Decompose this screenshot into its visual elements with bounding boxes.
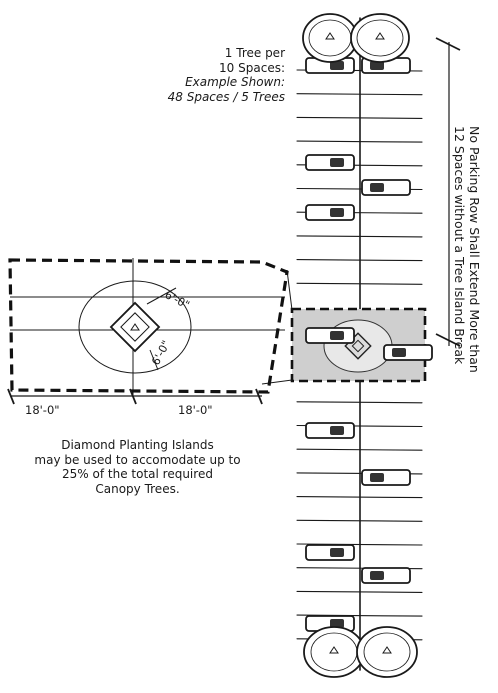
stall-line (296, 448, 423, 451)
parked-car (361, 567, 411, 584)
tree-ratio-note: 1 Tree per 10 Spaces: Example Shown: 48 … (148, 46, 285, 104)
parked-cars (305, 57, 433, 632)
row-length-note: No Parking Row Shall Extend More than 12… (452, 126, 482, 373)
row-length-dimension (435, 37, 461, 347)
width-dimension-left: 18'-0" (25, 403, 60, 417)
detail-leader-lines (261, 269, 293, 385)
tree-ratio-line-3: Example Shown: (185, 75, 285, 89)
stall-line (296, 235, 423, 238)
stall-line (296, 93, 423, 96)
width-dimension-right: 18'-0" (178, 403, 213, 417)
parked-car (305, 422, 355, 439)
island-detail-enlarged (7, 258, 289, 405)
stall-line (296, 259, 423, 262)
parked-car (383, 344, 433, 361)
tree-ratio-line-1: 1 Tree per (224, 46, 285, 60)
diamond-note-line-3: 25% of the total required (62, 467, 213, 481)
row-length-line-2: 12 Spaces without a Tree Island Break (452, 126, 467, 365)
row-length-line-1: No Parking Row Shall Extend More than (467, 126, 482, 373)
stall-line (296, 590, 423, 593)
tree-ratio-line-4: 48 Spaces / 5 Trees (167, 89, 285, 104)
stall-line (296, 282, 423, 285)
stall-line (296, 140, 423, 143)
parked-car (305, 327, 355, 344)
tree-canopy-bottom (303, 626, 418, 678)
parked-car (361, 179, 411, 196)
stall-line (296, 116, 423, 119)
parked-car (305, 154, 355, 171)
island-dim-a: 6'-0" (163, 288, 192, 312)
parked-car (361, 469, 411, 486)
stall-line (296, 519, 423, 522)
tree-canopy-top (302, 13, 410, 63)
parked-car (305, 204, 355, 221)
diamond-island-note: Diamond Planting Islands may be used to … (20, 438, 255, 496)
diamond-note-line-2: may be used to accomodate up to (34, 452, 241, 467)
parked-car (305, 57, 355, 74)
diamond-note-line-4: Canopy Trees. (95, 481, 180, 496)
stall-line (296, 496, 423, 499)
tree-ratio-line-2: 10 Spaces: (219, 60, 285, 75)
parked-car (305, 544, 355, 561)
diamond-note-line-1: Diamond Planting Islands (61, 438, 214, 452)
stall-line (296, 401, 423, 404)
